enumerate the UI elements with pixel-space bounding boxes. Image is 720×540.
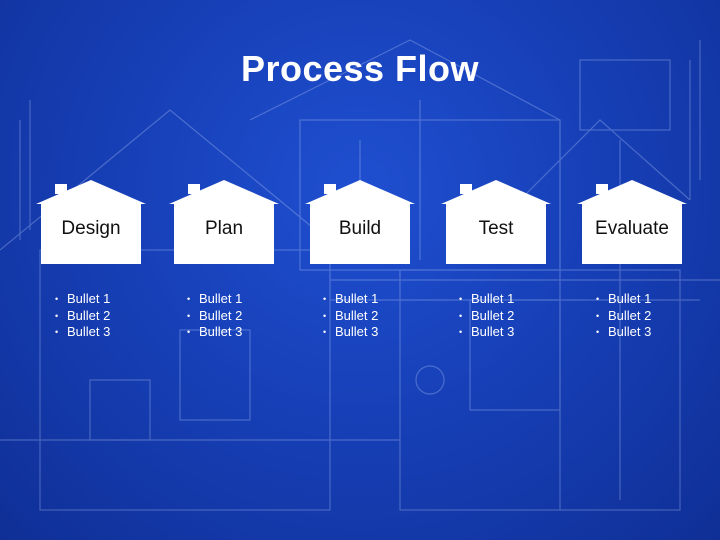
list-item: Bullet 1 xyxy=(596,291,716,308)
list-item: Bullet 2 xyxy=(596,308,716,325)
bullet-list-evaluate: Bullet 1 Bullet 2 Bullet 3 xyxy=(596,291,716,341)
house-icon xyxy=(305,180,415,264)
bullet-list-plan: Bullet 1 Bullet 2 Bullet 3 xyxy=(187,291,307,341)
step-label-plan: Plan xyxy=(204,218,244,239)
bullet-list-test: Bullet 1 Bullet 2 Bullet 3 xyxy=(459,291,579,341)
step-label-evaluate: Evaluate xyxy=(595,218,669,239)
house-plan: Plan xyxy=(168,178,280,266)
list-item: Bullet 3 xyxy=(323,324,443,341)
list-item: Bullet 2 xyxy=(323,308,443,325)
house-test: Test xyxy=(440,178,552,266)
step-label-build: Build xyxy=(338,218,382,239)
house-icon xyxy=(441,180,551,264)
house-design: Design xyxy=(35,178,147,266)
list-item: Bullet 2 xyxy=(55,308,175,325)
list-item: Bullet 1 xyxy=(55,291,175,308)
house-build: Build xyxy=(304,178,416,266)
list-item: Bullet 1 xyxy=(323,291,443,308)
house-evaluate: Evaluate xyxy=(576,178,688,266)
list-item: Bullet 1 xyxy=(187,291,307,308)
bullet-list-build: Bullet 1 Bullet 2 Bullet 3 xyxy=(323,291,443,341)
house-icon xyxy=(577,180,687,264)
list-item: Bullet 1 xyxy=(459,291,579,308)
list-item: Bullet 2 xyxy=(187,308,307,325)
bullet-list-design: Bullet 1 Bullet 2 Bullet 3 xyxy=(55,291,175,341)
slide-title: Process Flow xyxy=(240,48,480,89)
list-item: Bullet 3 xyxy=(459,324,579,341)
list-item: Bullet 3 xyxy=(187,324,307,341)
house-icon xyxy=(36,180,146,264)
house-icon xyxy=(169,180,279,264)
step-label-design: Design xyxy=(61,218,121,239)
list-item: Bullet 2 xyxy=(459,308,579,325)
step-label-test: Test xyxy=(478,218,514,239)
list-item: Bullet 3 xyxy=(596,324,716,341)
list-item: Bullet 3 xyxy=(55,324,175,341)
